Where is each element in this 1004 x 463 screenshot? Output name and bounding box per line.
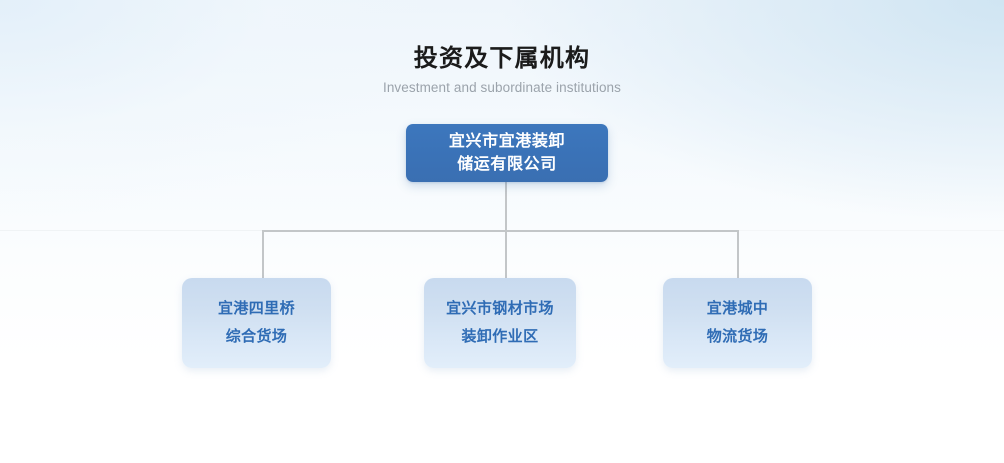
org-node-child-3[interactable]: 宜港城中 物流货场 (663, 278, 812, 368)
connector-ghost-right (739, 230, 1004, 231)
org-node-child-3-line-1: 宜港城中 (706, 300, 769, 317)
org-node-root[interactable]: 宜兴市宜港装卸 储运有限公司 (406, 124, 608, 182)
org-node-child-2[interactable]: 宜兴市钢材市场 装卸作业区 (424, 278, 576, 368)
connector-drop-child-2 (505, 230, 507, 278)
org-node-child-1[interactable]: 宜港四里桥 综合货场 (182, 278, 331, 368)
page-subtitle: Investment and subordinate institutions (382, 80, 622, 95)
org-node-child-1-line-2: 综合货场 (225, 328, 288, 345)
org-node-child-3-line-2: 物流货场 (706, 328, 769, 345)
org-node-root-line-1: 宜兴市宜港装卸 (448, 133, 566, 150)
page-title: 投资及下属机构 (413, 45, 591, 72)
connector-drop-child-1 (262, 230, 264, 278)
connector-root-stem (505, 182, 507, 232)
connector-horizontal-bus (262, 230, 739, 232)
page-heading: 投资及下属机构 Investment and subordinate insti… (0, 44, 1004, 97)
org-node-root-line-2: 储运有限公司 (457, 156, 557, 173)
connector-ghost-left (0, 230, 262, 231)
org-node-child-1-line-1: 宜港四里桥 (217, 300, 295, 317)
org-node-child-2-line-2: 装卸作业区 (461, 328, 539, 345)
org-node-child-2-line-1: 宜兴市钢材市场 (446, 300, 554, 317)
connector-drop-child-3 (737, 230, 739, 278)
